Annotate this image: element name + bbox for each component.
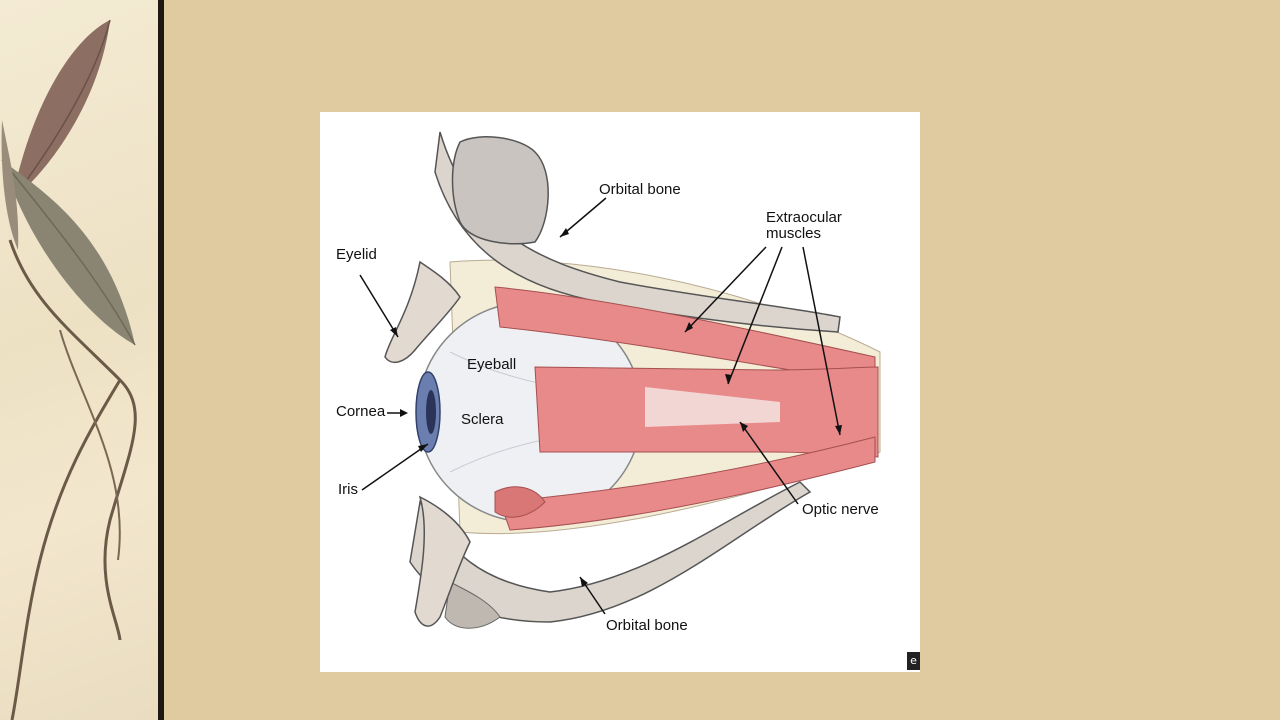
label-orbital-bone-bottom: Orbital bone: [606, 617, 688, 634]
label-extraocular-muscles: Extraocular muscles: [766, 209, 842, 242]
label-cornea: Cornea: [336, 403, 386, 420]
sidebar-divider: [158, 0, 164, 720]
eye-anatomy-diagram: Orbital bone Extraocular muscles Eyelid …: [320, 112, 920, 672]
leaf-decoration: [1, 19, 137, 720]
publisher-logo-icon: e: [907, 652, 920, 670]
label-iris: Iris: [338, 481, 358, 498]
label-orbital-bone-top: Orbital bone: [599, 181, 681, 198]
eye-illustration: [359, 131, 881, 629]
label-eyelid: Eyelid: [336, 246, 377, 263]
label-eyeball: Eyeball: [467, 356, 517, 373]
decorative-sidebar: [0, 0, 158, 720]
label-sclera: Sclera: [461, 411, 504, 428]
label-optic-nerve: Optic nerve: [802, 501, 879, 518]
